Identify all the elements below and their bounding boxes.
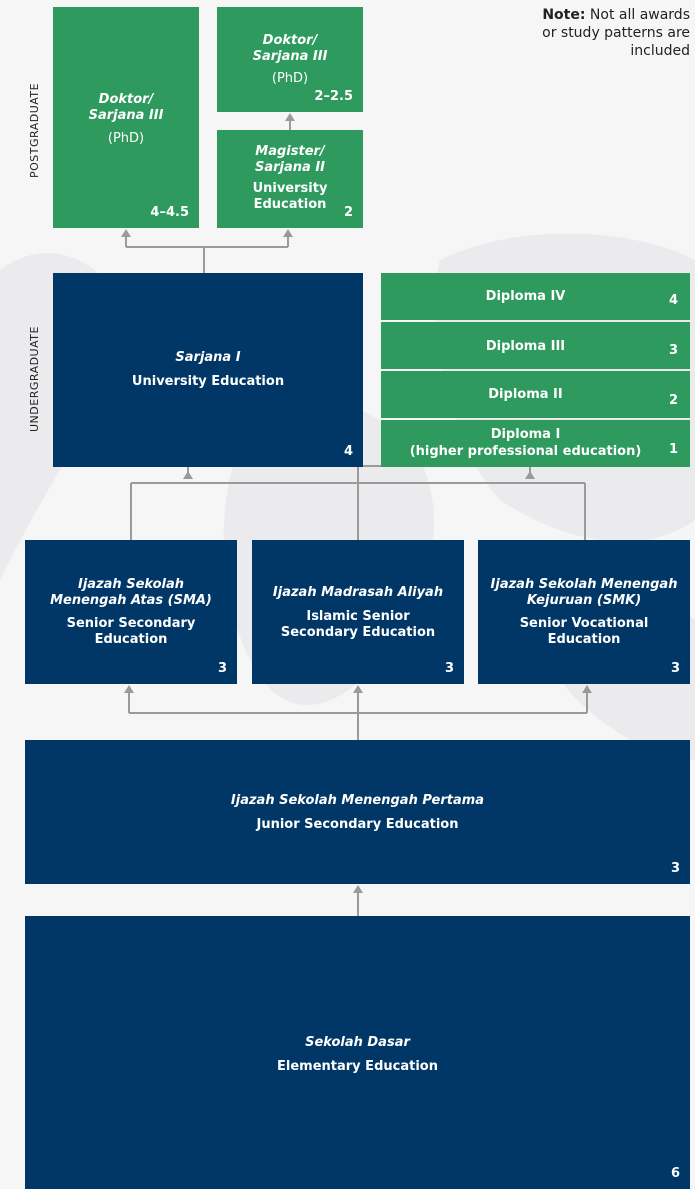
magister-box: Magister/ Sarjana II University Educatio… [217, 130, 363, 228]
junior-secondary-box: Ijazah Sekolah Menengah Pertama Junior S… [25, 740, 690, 884]
doktor-phd-left-box: Doktor/ Sarjana III (PhD) 4–4.5 [53, 7, 199, 228]
sarjana-box: Sarjana I University Education 4 [53, 273, 363, 467]
diploma-iv-box: Diploma IV 4 [381, 273, 690, 320]
diploma-ii-box: Diploma II 2 [381, 371, 690, 418]
smk-box: Ijazah Sekolah Menengah Kejuruan (SMK) S… [478, 540, 690, 684]
elementary-box: Sekolah Dasar Elementary Education 6 [25, 916, 690, 1189]
diploma-iii-box: Diploma III 3 [381, 322, 690, 369]
note-text: Note: Not all awards or study patterns a… [542, 7, 690, 59]
madrasah-aliyah-box: Ijazah Madrasah Aliyah Islamic Senior Se… [252, 540, 464, 684]
diploma-i-box: Diploma I (higher professional education… [381, 420, 690, 467]
sma-box: Ijazah Sekolah Menengah Atas (SMA) Senio… [25, 540, 237, 684]
doktor-phd-right-box: Doktor/ Sarjana III (PhD) 2–2.5 [217, 7, 363, 112]
